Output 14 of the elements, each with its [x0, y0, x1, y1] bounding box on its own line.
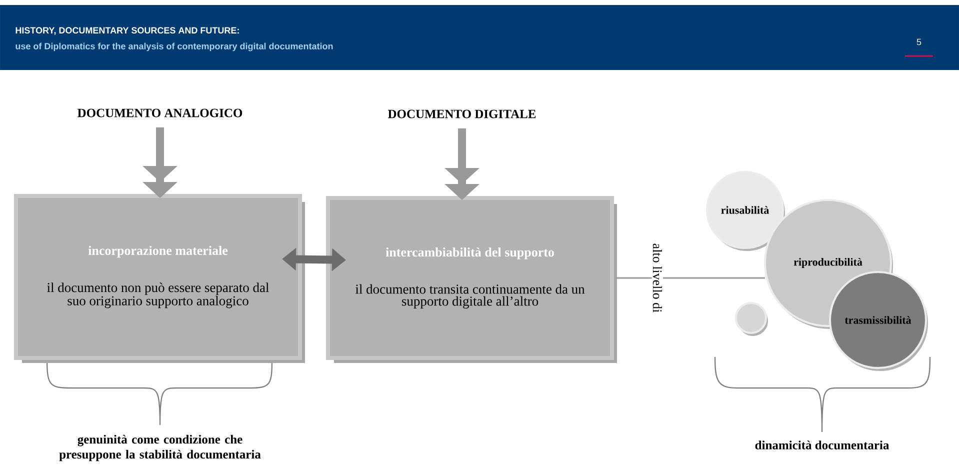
header-subtitle: use of Diplomatics for the analysis of contemporary digital documentation [16, 42, 333, 52]
heading-text: DOCUMENTO DIGITALE [388, 110, 536, 118]
caption-text: dinamicità documentaria [755, 440, 889, 450]
header-title: HISTORY, DOCUMENTARY SOURCES AND FUTURE: [16, 27, 239, 35]
circle-label: trasmissibilità [829, 271, 928, 371]
edge-label: alto livello di [652, 242, 664, 314]
process-box: incorporazione materiale il documento non può essere separato dal suo originario supporto analogico [14, 194, 305, 363]
circle-label: riusabilità [706, 171, 785, 251]
caption-text: genuinità come condizione che presuppone la stabilità documentaria [59, 434, 261, 462]
circle [735, 302, 768, 336]
connector-line [616, 277, 765, 279]
heading-text: DOCUMENTO ANALOGICO [78, 108, 242, 118]
page-number: 5 [916, 38, 922, 46]
process-box: intercambiabilità del supporto il documento transita continuamente da un supporto digitale all’altro [326, 196, 617, 363]
